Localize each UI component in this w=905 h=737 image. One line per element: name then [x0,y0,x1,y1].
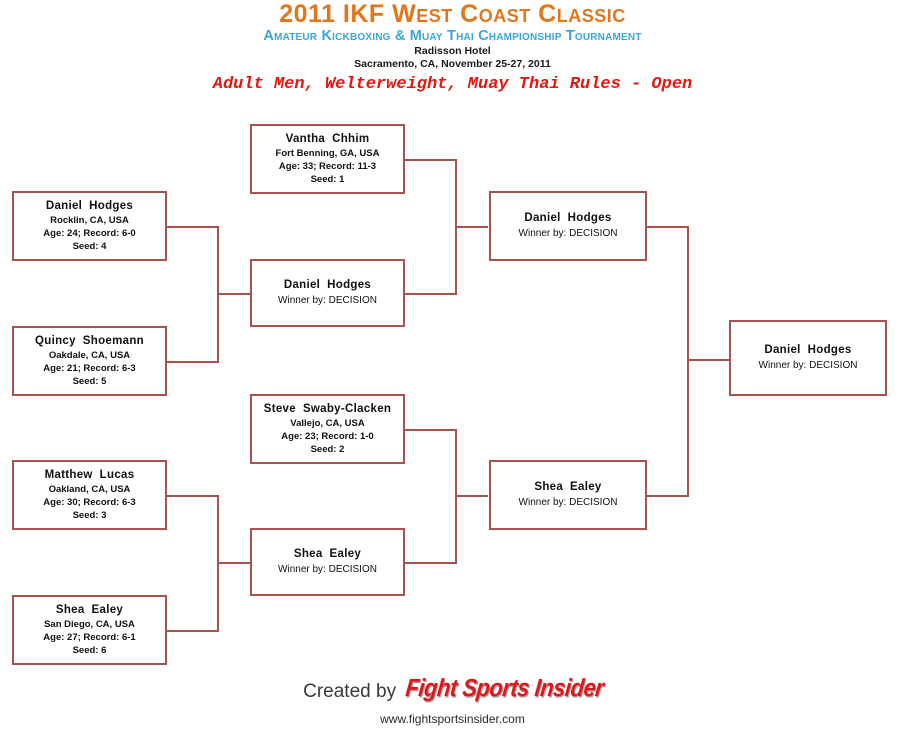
competitor-seed: Seed: 4 [72,241,107,252]
competitor-hometown: Fort Benning, GA, USA [275,148,380,159]
winner-name: Daniel Hodges [283,279,372,291]
bracket-champion[interactable]: Daniel Hodges Winner by: DECISION [729,320,887,396]
winner-name: Shea Ealey [293,548,362,560]
bracket-winner-round2-lower[interactable]: Shea Ealey Winner by: DECISION [250,528,405,596]
winner-name: Shea Ealey [534,481,602,493]
competitor-record: Age: 24; Record: 6-0 [43,228,136,239]
bracket-connector [647,226,689,228]
competitor-name: Daniel Hodges [45,200,134,212]
credit-row: Created by Fight Sports Insider [0,673,905,706]
bracket-connector [167,361,219,363]
bracket-winner-round3-lower[interactable]: Shea Ealey Winner by: DECISION [489,460,647,530]
bracket-connector [405,562,457,564]
bracket-connector [217,562,250,564]
bracket-connector [687,226,689,497]
competitor-record: Age: 27; Record: 6-1 [43,632,136,643]
competitor-name: Quincy Shoemann [35,335,144,347]
competitor-hometown: San Diego, CA, USA [44,619,135,630]
bracket-winner-round2-upper[interactable]: Daniel Hodges Winner by: DECISION [250,259,405,327]
fight-sports-insider-logo: Fight Sports Insider [404,673,606,702]
bracket-competitor-swaby-clacken[interactable]: Steve Swaby-Clacken Vallejo, CA, USA Age… [250,394,405,464]
competitor-seed: Seed: 6 [72,645,107,656]
bracket-connector [167,495,219,497]
page-footer: Created by Fight Sports Insider www.figh… [0,673,905,728]
winner-result: Winner by: DECISION [278,564,377,575]
competitor-record: Age: 21; Record: 6-3 [43,363,136,374]
winner-result: Winner by: DECISION [518,497,618,508]
champion-name: Daniel Hodges [764,344,852,356]
website-url[interactable]: www.fightsportsinsider.com [380,712,525,726]
competitor-record: Age: 33; Record: 11-3 [278,161,377,172]
bracket-connector [405,293,457,295]
bracket-connector [455,226,488,228]
competitor-seed: Seed: 5 [72,376,107,387]
venue-location-date: Sacramento, CA, November 25-27, 2011 [354,58,551,70]
bracket-connector [167,226,219,228]
bracket-connector [687,359,729,361]
bracket-connector [647,495,689,497]
credit-label: Created by [303,681,397,702]
bracket-competitor-chhim[interactable]: Vantha Chhim Fort Benning, GA, USA Age: … [250,124,405,194]
competitor-name: Matthew Lucas [44,469,135,481]
bracket-connector [455,495,488,497]
competitor-name: Steve Swaby-Clacken [263,403,392,415]
winner-result: Winner by: DECISION [518,228,618,239]
bracket-connector [217,293,250,295]
bracket-connector [405,429,457,431]
competitor-record: Age: 23; Record: 1-0 [281,431,374,442]
competitor-seed: Seed: 2 [310,444,345,455]
competitor-hometown: Oakdale, CA, USA [48,350,131,361]
page-subtitle: Amateur Kickboxing & Muay Thai Champions… [263,28,642,44]
page-title: 2011 IKF West Coast Classic [279,0,626,28]
bracket-connector [167,630,219,632]
winner-name: Daniel Hodges [524,212,612,224]
competitor-name: Shea Ealey [55,604,124,616]
bracket-connector [405,159,457,161]
venue-name: Radisson Hotel [414,45,491,57]
competitor-record: Age: 30; Record: 6-3 [43,497,136,508]
competitor-hometown: Vallejo, CA, USA [290,418,365,429]
page-header: 2011 IKF West Coast Classic Amateur Kick… [0,0,905,96]
competitor-seed: Seed: 3 [72,510,107,521]
competitor-hometown: Rocklin, CA, USA [50,215,129,226]
bracket-winner-round3-upper[interactable]: Daniel Hodges Winner by: DECISION [489,191,647,261]
bracket-competitor-lucas[interactable]: Matthew Lucas Oakland, CA, USA Age: 30; … [12,460,167,530]
bracket-competitor-ealey[interactable]: Shea Ealey San Diego, CA, USA Age: 27; R… [12,595,167,665]
competitor-hometown: Oakland, CA, USA [48,484,131,495]
bracket-competitor-shoemann[interactable]: Quincy Shoemann Oakdale, CA, USA Age: 21… [12,326,167,396]
competitor-seed: Seed: 1 [310,174,345,185]
winner-result: Winner by: DECISION [278,295,377,306]
division-title: Adult Men, Welterweight, Muay Thai Rules… [212,75,693,94]
competitor-name: Vantha Chhim [285,133,370,145]
champion-result: Winner by: DECISION [758,360,858,371]
bracket-competitor-hodges[interactable]: Daniel Hodges Rocklin, CA, USA Age: 24; … [12,191,167,261]
